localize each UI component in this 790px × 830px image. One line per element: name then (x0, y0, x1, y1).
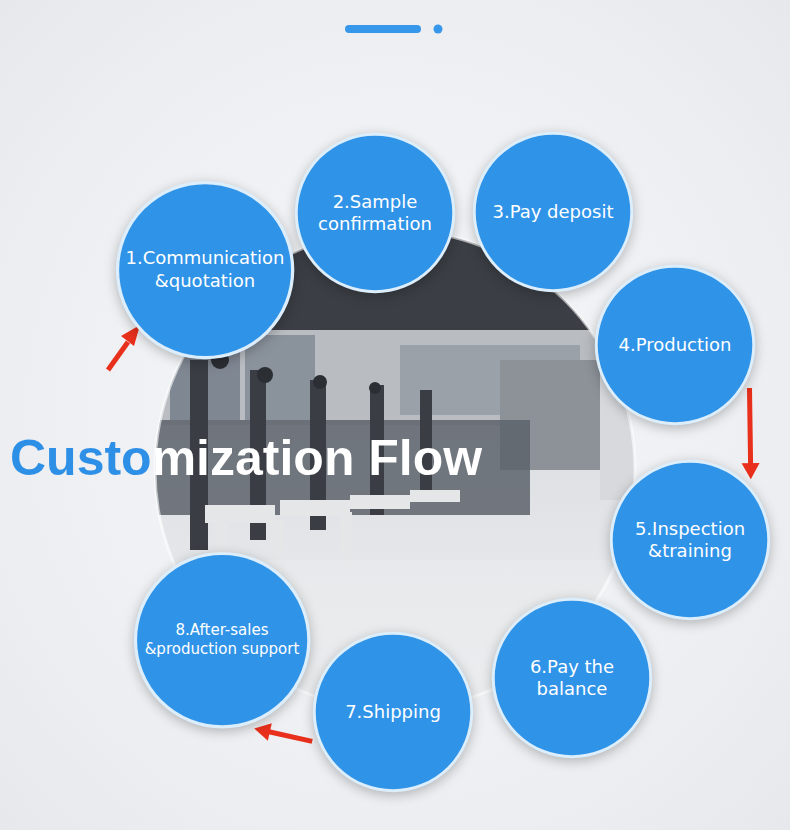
step-circle: 2.Sample confirmation (294, 132, 456, 294)
step-label: 7.Shipping (345, 701, 441, 724)
flow-arrow (742, 388, 760, 479)
step-label: 4.Production (619, 334, 732, 357)
top-bar (345, 25, 421, 33)
step-label: 8.After-sales &production support (142, 621, 302, 659)
step-circle: 6.Pay the balance (491, 597, 653, 759)
flow-arrow (254, 723, 312, 741)
step-circle: 3.Pay deposit (472, 131, 634, 293)
step-label: 5.Inspection &training (623, 518, 758, 563)
step-label: 3.Pay deposit (493, 201, 614, 224)
top-dot (434, 25, 443, 34)
red-arrow (108, 325, 140, 370)
arrow-line (268, 732, 312, 742)
arrow-head (254, 723, 272, 741)
arrow-line (749, 388, 750, 465)
step-circle: 1.Communication &quotation (115, 180, 295, 360)
step-label: 1.Communication &quotation (125, 247, 285, 292)
step-circle: 4.Production (594, 264, 756, 426)
step-label: 6.Pay the balance (517, 656, 627, 701)
step-circle: 5.Inspection &training (609, 459, 771, 621)
step-circle: 8.After-sales &production support (133, 551, 311, 729)
diagram-title: Customization Flow (10, 428, 482, 488)
step-label: 2.Sample confirmation (313, 191, 438, 236)
arrow-head (742, 463, 760, 479)
step-circle: 7.Shipping (312, 631, 474, 793)
